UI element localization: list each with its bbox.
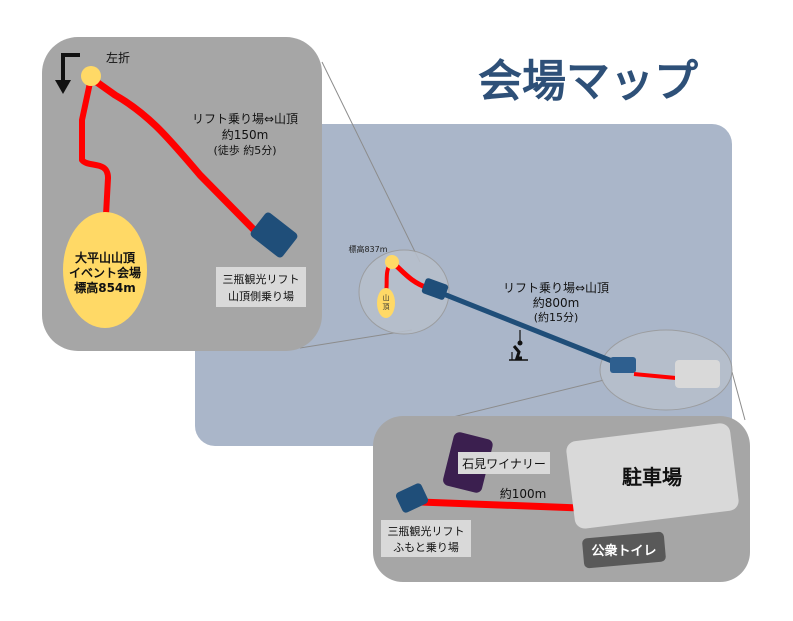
base-zoom-area bbox=[599, 329, 733, 411]
zoom-guide-line bbox=[321, 61, 421, 263]
main-map-panel bbox=[195, 124, 732, 446]
summit-venue-marker bbox=[377, 288, 395, 318]
base-mini-parking bbox=[675, 360, 720, 388]
toilet-label: 公衆トイレ bbox=[591, 543, 656, 559]
summit-label: 頂 bbox=[383, 303, 390, 311]
summit-station-label-box bbox=[216, 267, 306, 307]
base-station-label: ふもと乗り場 bbox=[393, 541, 459, 554]
lift-route-label: リフト乗り場⇔山頂 bbox=[503, 281, 609, 295]
lift-chair-icon bbox=[509, 330, 528, 361]
lift-time-label: (約15分) bbox=[534, 310, 579, 324]
lift-line bbox=[435, 288, 623, 368]
summit-walk-route bbox=[88, 75, 265, 241]
left-turn-arrow-icon bbox=[55, 53, 80, 94]
parking-label: 駐車場 bbox=[622, 465, 682, 489]
zoom-guide-line bbox=[731, 371, 746, 421]
winery-label: 石見ワイナリー bbox=[462, 457, 546, 471]
walk-time-label: (徒歩 約5分) bbox=[213, 143, 276, 157]
lift-base-station bbox=[610, 357, 636, 373]
base-station-label-box bbox=[381, 520, 471, 557]
elevation-label: 標高837m bbox=[348, 244, 387, 254]
base-lift-station bbox=[395, 483, 429, 513]
walk-route-label: リフト乗り場⇔山頂 bbox=[192, 112, 298, 126]
base-mini-route bbox=[633, 372, 677, 380]
summit-marker bbox=[385, 255, 399, 269]
summit-station-label: 山頂側乗り場 bbox=[228, 290, 294, 303]
lift-distance-label: 約800m bbox=[533, 295, 580, 310]
turn-label: 左折 bbox=[106, 50, 130, 65]
event-venue-marker bbox=[63, 212, 147, 328]
parking-lot bbox=[566, 423, 739, 529]
venue-name-label: 大平山山頂 bbox=[75, 250, 136, 265]
base-station-label: 三瓶観光リフト bbox=[388, 524, 465, 538]
winery-label-box bbox=[458, 452, 550, 474]
summit-label: 山 bbox=[383, 293, 390, 302]
map-title: 会場マップ bbox=[478, 56, 698, 107]
parking-distance-label: 約100m bbox=[500, 486, 547, 501]
lift-summit-station bbox=[421, 278, 449, 300]
venue-event-label: イベント会場 bbox=[69, 265, 141, 280]
summit-station-label: 三瓶観光リフト bbox=[223, 272, 300, 286]
venue-access-route bbox=[79, 77, 111, 216]
summit-lift-station bbox=[250, 212, 298, 258]
walk-distance-label: 約150m bbox=[222, 127, 269, 142]
parking-walk-route bbox=[419, 498, 581, 512]
venue-elevation-label: 標高854m bbox=[74, 280, 136, 295]
turn-point-marker bbox=[81, 66, 101, 86]
public-toilet bbox=[582, 531, 666, 569]
